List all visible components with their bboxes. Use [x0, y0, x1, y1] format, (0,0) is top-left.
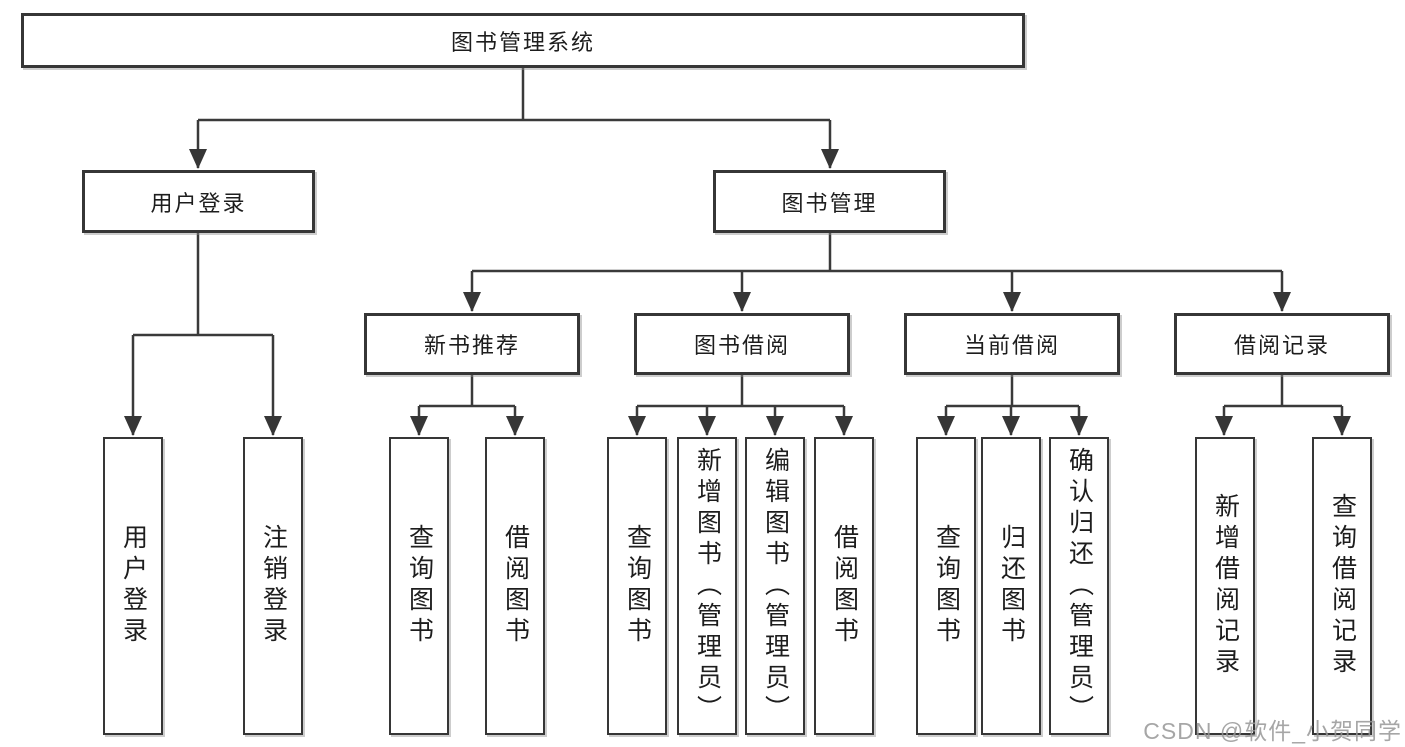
node-user-login: 用户登录	[82, 170, 315, 233]
leaf-return-books: 归还图书	[981, 437, 1041, 735]
leaf-add-borrow-record: 新增借阅记录	[1195, 437, 1255, 735]
leaf-add-books-admin: 新增图书（管理员）	[677, 437, 737, 735]
node-new-book-recommend: 新书推荐	[364, 313, 580, 375]
leaf-borrow-books: 借阅图书	[814, 437, 874, 735]
leaf-confirm-return-admin: 确认归还（管理员）	[1049, 437, 1109, 735]
leaf-edit-books-admin: 编辑图书（管理员）	[745, 437, 805, 735]
csdn-watermark: CSDN @软件_小贺同学	[1143, 718, 1402, 744]
leaf-logout: 注销登录	[243, 437, 303, 735]
leaf-query-books: 查询图书	[607, 437, 667, 735]
leaf-user-login: 用户登录	[103, 437, 163, 735]
node-book-management: 图书管理	[713, 170, 946, 233]
leaf-query-books: 查询图书	[389, 437, 449, 735]
leaf-query-borrow-record: 查询借阅记录	[1312, 437, 1372, 735]
node-borrow-record: 借阅记录	[1174, 313, 1390, 375]
node-book-borrow: 图书借阅	[634, 313, 850, 375]
node-current-borrow: 当前借阅	[904, 313, 1120, 375]
node-root: 图书管理系统	[21, 13, 1025, 68]
leaf-query-books: 查询图书	[916, 437, 976, 735]
leaf-borrow-books: 借阅图书	[485, 437, 545, 735]
